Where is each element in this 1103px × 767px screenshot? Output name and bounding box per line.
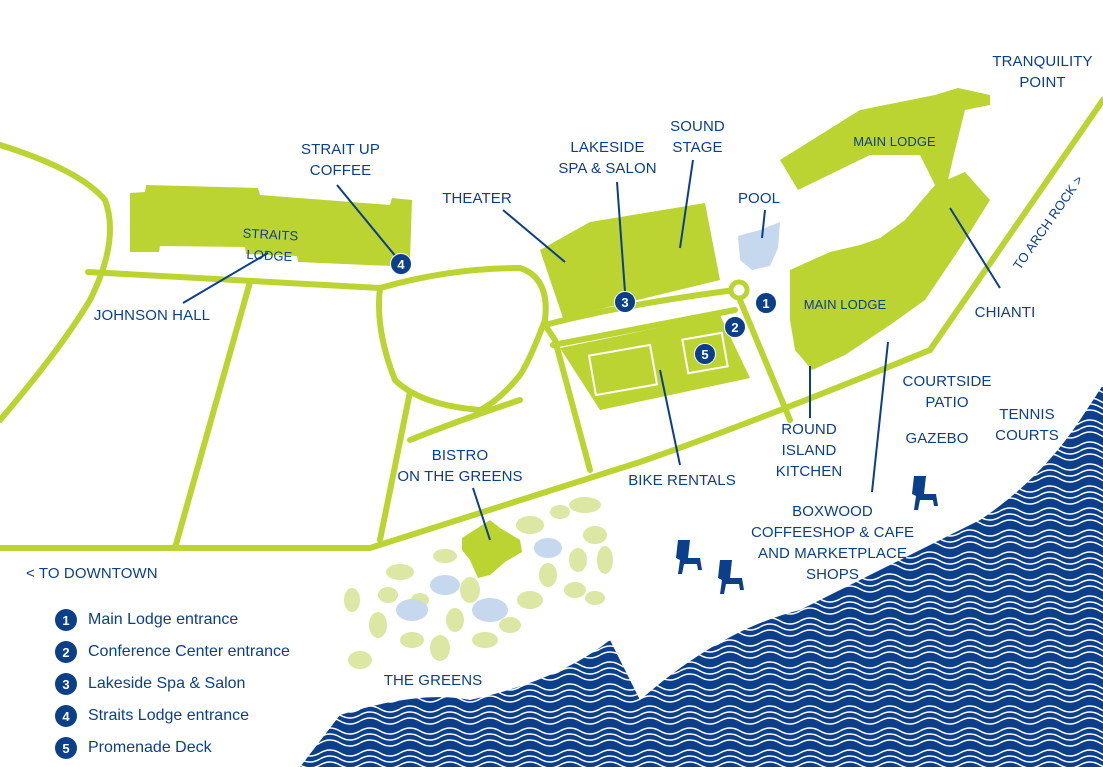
marker-conference-center-entrance[interactable]: 2 [724,316,746,338]
legend-text: Conference Center entrance [88,643,290,660]
legend-number: 1 [55,609,77,631]
theater-label: THEATER [442,190,512,207]
legend-text: Straits Lodge entrance [88,707,249,724]
legend-text: Main Lodge entrance [88,611,239,628]
chair-icons [676,476,938,594]
bistro-label: BISTRO ON THE GREENS [397,447,523,485]
legend-text: Promenade Deck [88,739,212,756]
marker-straits-lodge-entrance[interactable]: 4 [390,253,412,275]
legend-number: 3 [55,673,77,695]
legend-number: 4 [55,705,77,727]
leader-lines [182,159,1001,541]
boxwood-label: BOXWOOD COFFEESHOP & CAFE AND MARKETPLAC… [750,503,915,583]
gazebo-label: GAZEBO [905,430,969,447]
lake-water [300,385,1103,767]
lakeside-spa-label: LAKESIDE SPA & SALON [558,139,657,177]
tennis-courts-label: TENNIS COURTS [995,406,1059,444]
straits-lodge-building-label: STRAITS LODGE [242,225,299,265]
legend-number: 2 [55,641,77,663]
court-lines [587,331,729,397]
roundabout [728,279,750,301]
legend-item[interactable]: 5 Promenade Deck [55,732,290,764]
legend-item[interactable]: 2 Conference Center entrance [55,636,290,668]
the-greens-area [344,497,613,669]
johnson-hall-label: JOHNSON HALL [93,307,211,324]
legend-text: Lakeside Spa & Salon [88,675,246,692]
marker-main-lodge-entrance[interactable]: 1 [755,292,777,314]
bike-rentals-label: BIKE RENTALS [628,472,736,489]
the-greens-label: THE GREENS [383,672,483,689]
main-lodge-north-label: MAIN LODGE [853,134,936,149]
marker-promenade-deck[interactable]: 5 [694,343,716,365]
chianti-label: CHIANTI [974,304,1036,321]
buildings [130,88,990,578]
legend-number: 5 [55,737,77,759]
map-legend: 1 Main Lodge entrance 2 Conference Cente… [55,604,290,764]
to-downtown-label[interactable]: < TO DOWNTOWN [26,565,158,582]
pool-shape [738,222,780,270]
courtside-patio-label: COURTSIDE PATIO [902,373,992,411]
main-lodge-label: MAIN LODGE [803,297,887,312]
strait-up-coffee-label: STRAIT UP COFFEE [301,141,380,179]
tranquility-point-label: TRANQUILITY POINT [992,53,1093,91]
pool-label: POOL [737,190,781,207]
road-network [0,97,1103,551]
legend-item[interactable]: 1 Main Lodge entrance [55,604,290,636]
legend-item[interactable]: 3 Lakeside Spa & Salon [55,668,290,700]
sound-stage-label: SOUND STAGE [670,118,725,156]
round-island-kitchen-label: ROUND ISLAND KITCHEN [775,421,843,480]
legend-item[interactable]: 4 Straits Lodge entrance [55,700,290,732]
marker-lakeside-spa[interactable]: 3 [614,291,636,313]
